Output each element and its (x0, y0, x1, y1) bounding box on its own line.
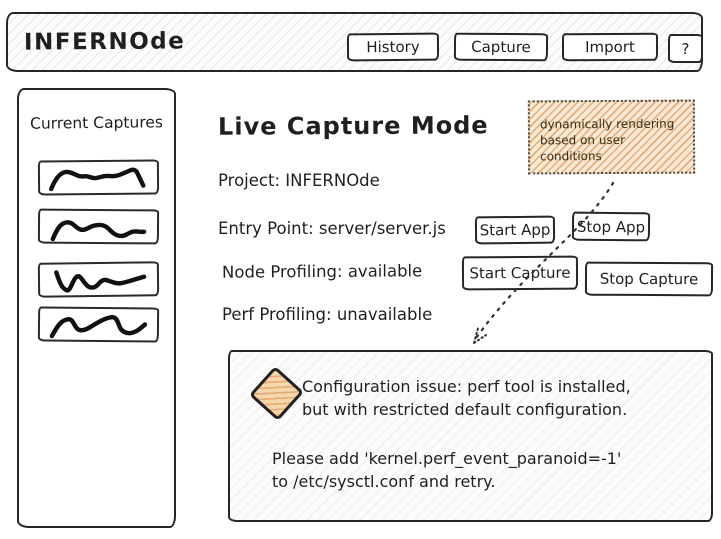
header-bar: INFERNOde History Capture Import ? (6, 12, 703, 72)
stop-app-button[interactable]: Stop App (571, 211, 651, 242)
sparkline-icon (54, 270, 147, 293)
help-button[interactable]: ? (668, 34, 703, 63)
warning-text-line: but with restricted default configuratio… (302, 400, 628, 419)
sparkline-icon (48, 167, 146, 192)
sidebar-current-captures: Current Captures (17, 88, 176, 528)
stop-capture-button[interactable]: Stop Capture (584, 261, 714, 297)
capture-thumbnail-3[interactable] (37, 261, 160, 298)
node-profiling-status: Node Profiling: available (221, 261, 423, 282)
warning-text-line: Please add 'kernel.perf_event_paranoid=-… (272, 449, 622, 468)
diamond-icon (248, 365, 305, 422)
start-app-button[interactable]: Start App (474, 215, 556, 245)
capture-thumbnail-1[interactable] (37, 159, 160, 196)
entry-point-label: Entry Point: server/server.js (218, 219, 446, 238)
sparkline-icon (49, 314, 148, 339)
capture-thumbnail-4[interactable] (37, 306, 160, 343)
perf-profiling-status: Perf Profiling: unavailable (222, 305, 433, 324)
sparkline-icon (50, 220, 147, 242)
config-warning-panel: Configuration issue: perf tool is instal… (228, 350, 713, 522)
warning-text-line: to /etc/sysctl.conf and retry. (272, 472, 496, 491)
sidebar-title: Current Captures (29, 113, 164, 133)
project-label: Project: INFERNOde (218, 171, 380, 190)
capture-button[interactable]: Capture (453, 32, 549, 62)
capture-thumbnail-2[interactable] (37, 208, 160, 245)
start-capture-button[interactable]: Start Capture (461, 255, 579, 291)
app-title: INFERNOde (23, 28, 186, 56)
annotation-text-line: based on user conditions (539, 132, 626, 164)
annotation-note: dynamically rendering based on user cond… (527, 99, 696, 175)
history-button[interactable]: History (346, 32, 440, 62)
warning-text-line: Configuration issue: perf tool is instal… (302, 377, 631, 396)
page-title: Live Capture Mode (217, 111, 489, 141)
annotation-text-line: dynamically rendering (539, 116, 675, 132)
import-button[interactable]: Import (561, 32, 659, 62)
